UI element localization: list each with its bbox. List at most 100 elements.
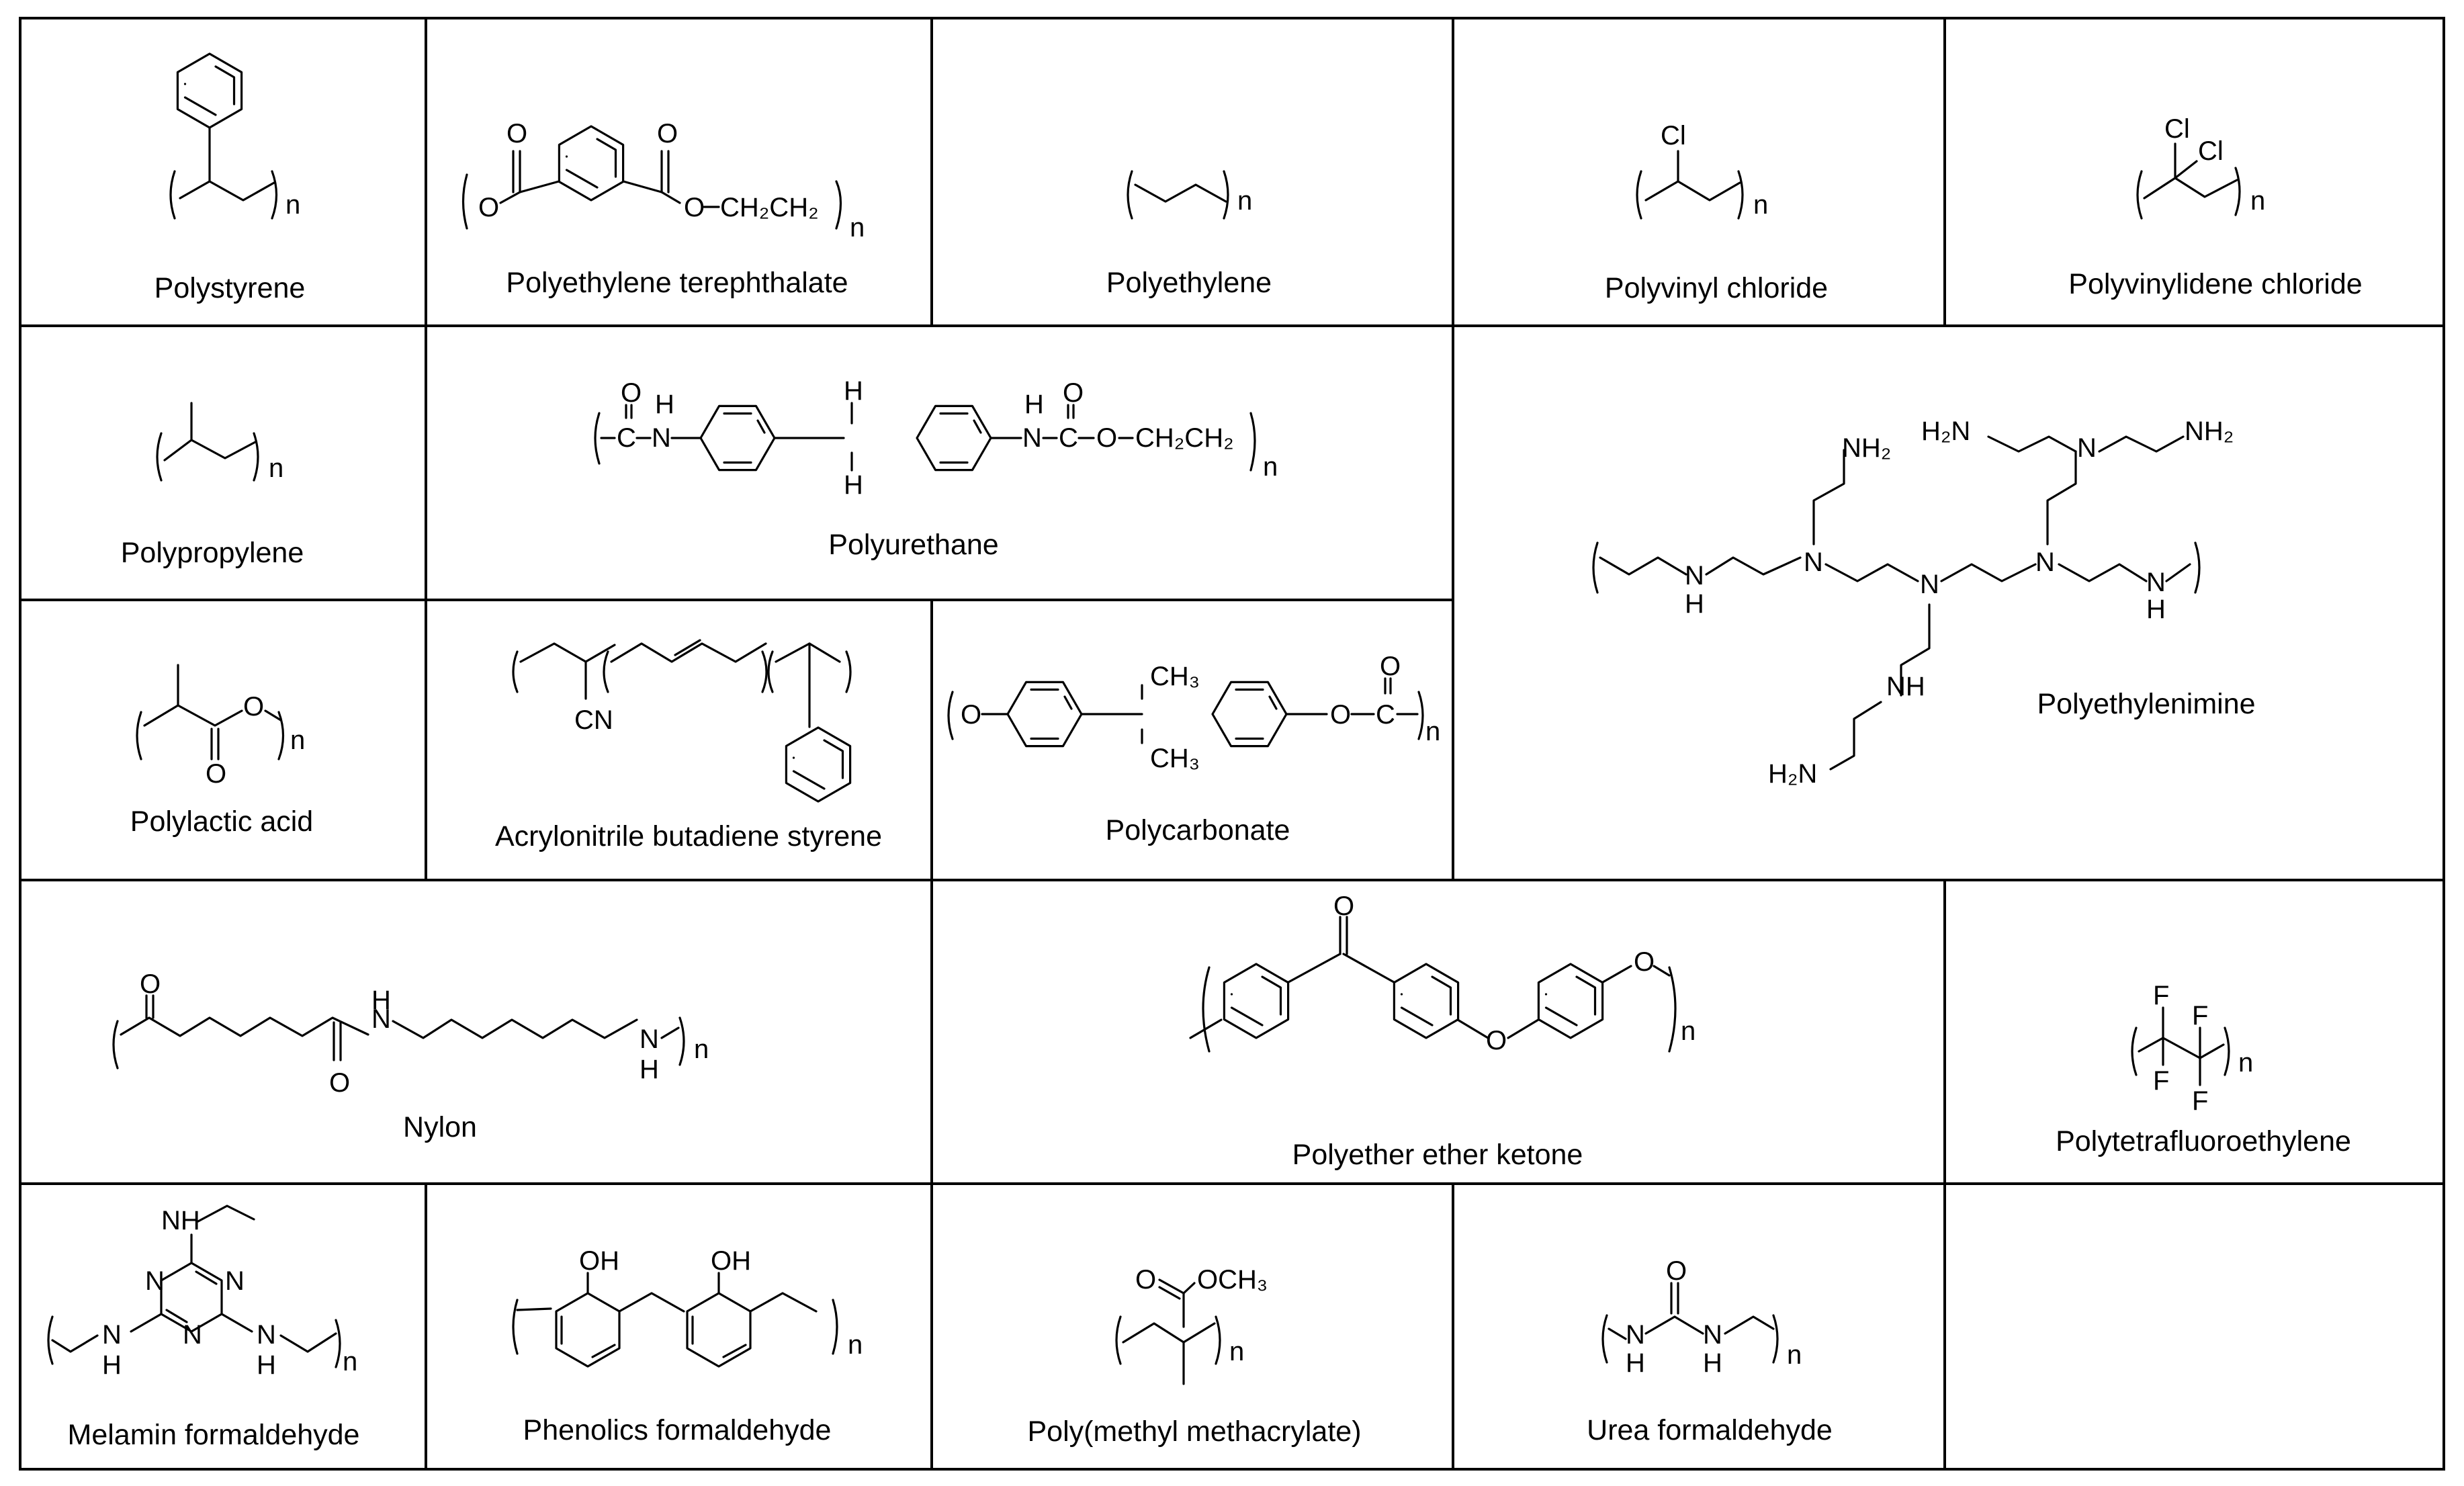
- svg-text:n: n: [1425, 717, 1440, 746]
- svg-text:CH₂CH₂: CH₂CH₂: [1135, 423, 1234, 453]
- svg-text:O: O: [657, 119, 678, 148]
- svg-text:N: N: [183, 1320, 202, 1350]
- svg-text:n: n: [1237, 186, 1252, 216]
- svg-text:H: H: [655, 390, 674, 419]
- structure-urea: N H O N H n: [1601, 1256, 1802, 1378]
- svg-text:CH₂CH₂: CH₂CH₂: [720, 193, 819, 222]
- svg-text:Cl: Cl: [2198, 136, 2224, 166]
- svg-text:NH: NH: [161, 1206, 200, 1235]
- svg-text:O: O: [478, 193, 499, 222]
- svg-text:H: H: [371, 986, 391, 1015]
- structure-abs: CN: [512, 639, 852, 803]
- label-urea: Urea formaldehyde: [1587, 1414, 1833, 1446]
- svg-text:O: O: [1330, 700, 1351, 730]
- svg-text:OH: OH: [579, 1246, 619, 1276]
- structure-peek: O O O n: [1189, 891, 1696, 1055]
- svg-text:N: N: [640, 1024, 659, 1054]
- svg-text:O: O: [1063, 378, 1084, 408]
- label-polystyrene: Polystyrene: [155, 272, 306, 304]
- label-pvdc: Polyvinylidene chloride: [2068, 268, 2362, 300]
- svg-text:O: O: [1486, 1026, 1507, 1055]
- svg-text:H: H: [1024, 390, 1044, 419]
- structure-polycarbonate: O CH₃ CH₃ O C O n: [947, 652, 1440, 773]
- svg-text:CH₃: CH₃: [1150, 662, 1200, 691]
- svg-text:n: n: [269, 453, 283, 483]
- svg-text:O: O: [684, 193, 705, 222]
- svg-text:N: N: [1920, 570, 1939, 599]
- svg-text:O: O: [1333, 891, 1354, 921]
- structure-phenolics: OH OH n: [512, 1246, 863, 1368]
- label-pvc: Polyvinyl chloride: [1605, 272, 1828, 304]
- structure-polyurethane: C O N H H H N H C O O CH₂CH₂ n: [594, 376, 1278, 500]
- svg-text:N: N: [102, 1320, 122, 1350]
- label-abs: Acrylonitrile butadiene styrene: [495, 820, 882, 853]
- svg-text:CN: CN: [574, 705, 613, 735]
- svg-text:NH: NH: [1886, 672, 1925, 701]
- svg-text:H: H: [844, 470, 863, 500]
- svg-text:n: n: [2250, 186, 2265, 216]
- structure-polyethylene: n: [1127, 170, 1252, 220]
- svg-text:H₂N: H₂N: [1921, 417, 1970, 446]
- label-ptfe: Polytetrafluoroethylene: [2056, 1125, 2351, 1157]
- svg-text:C: C: [617, 423, 636, 453]
- svg-text:F: F: [2153, 981, 2169, 1010]
- structure-polypropylene: n: [156, 402, 283, 483]
- svg-text:n: n: [1753, 190, 1768, 220]
- svg-text:O: O: [1096, 423, 1117, 453]
- svg-text:F: F: [2192, 1086, 2208, 1116]
- svg-text:O: O: [621, 378, 642, 408]
- structure-polyethylenimine: N H N NH₂ N NH H₂N N N H₂N NH₂ N H: [1592, 417, 2234, 789]
- svg-text:H: H: [1703, 1348, 1722, 1378]
- svg-text:n: n: [343, 1347, 357, 1376]
- label-polyurethane: Polyurethane: [828, 529, 998, 561]
- svg-text:H: H: [102, 1350, 122, 1380]
- label-pmma: Poly(methyl methacrylate): [1027, 1415, 1361, 1448]
- structure-pvc: Cl n: [1636, 121, 1768, 220]
- svg-text:O: O: [140, 969, 161, 999]
- svg-text:H: H: [1626, 1348, 1645, 1378]
- svg-text:NH₂: NH₂: [2185, 417, 2234, 446]
- structure-polystyrene: n: [169, 52, 300, 220]
- atom-n: n: [285, 190, 300, 220]
- structure-ptfe: F F F F n: [2131, 981, 2253, 1116]
- svg-text:H: H: [257, 1350, 276, 1380]
- svg-text:n: n: [1263, 452, 1278, 482]
- svg-text:H: H: [640, 1055, 659, 1084]
- svg-text:NH₂: NH₂: [1842, 433, 1891, 463]
- structure-pvdc: Cl Cl n: [2136, 114, 2265, 220]
- svg-text:N: N: [145, 1266, 165, 1296]
- svg-text:O: O: [329, 1068, 350, 1098]
- svg-text:OH: OH: [711, 1246, 751, 1276]
- structure-nylon: O O N H N H n: [112, 969, 709, 1098]
- svg-text:H: H: [2146, 595, 2166, 624]
- svg-text:C: C: [1376, 700, 1395, 730]
- svg-text:n: n: [694, 1035, 709, 1064]
- svg-text:Cl: Cl: [1661, 121, 1686, 150]
- svg-text:O: O: [206, 759, 226, 789]
- svg-text:N: N: [1685, 561, 1704, 591]
- svg-text:n: n: [848, 1330, 863, 1360]
- svg-text:O: O: [507, 119, 527, 148]
- table-grid: [19, 17, 2445, 1471]
- svg-text:n: n: [2238, 1048, 2253, 1078]
- svg-text:Cl: Cl: [2164, 114, 2190, 144]
- label-melamine: Melamin formaldehyde: [68, 1419, 360, 1451]
- structure-melamine: NH N N N N H N H n: [47, 1205, 357, 1380]
- label-polycarbonate: Polycarbonate: [1106, 814, 1290, 846]
- label-polypropylene: Polypropylene: [121, 537, 304, 569]
- svg-text:n: n: [1681, 1016, 1696, 1046]
- svg-text:O: O: [1380, 652, 1401, 681]
- label-pla: Polylactic acid: [130, 805, 313, 838]
- svg-text:C: C: [1059, 423, 1078, 453]
- structure-pet: O O O O CH₂CH₂ n: [461, 119, 865, 243]
- label-phenolics: Phenolics formaldehyde: [523, 1414, 832, 1446]
- svg-text:CH₃: CH₃: [1150, 744, 1200, 773]
- svg-text:n: n: [850, 213, 865, 243]
- svg-text:N: N: [1804, 548, 1823, 577]
- label-pet: Polyethylene terephthalate: [506, 267, 848, 299]
- svg-text:N: N: [257, 1320, 276, 1350]
- svg-text:N: N: [371, 1004, 391, 1034]
- svg-text:F: F: [2153, 1066, 2169, 1096]
- structure-pla: O O n: [136, 664, 305, 789]
